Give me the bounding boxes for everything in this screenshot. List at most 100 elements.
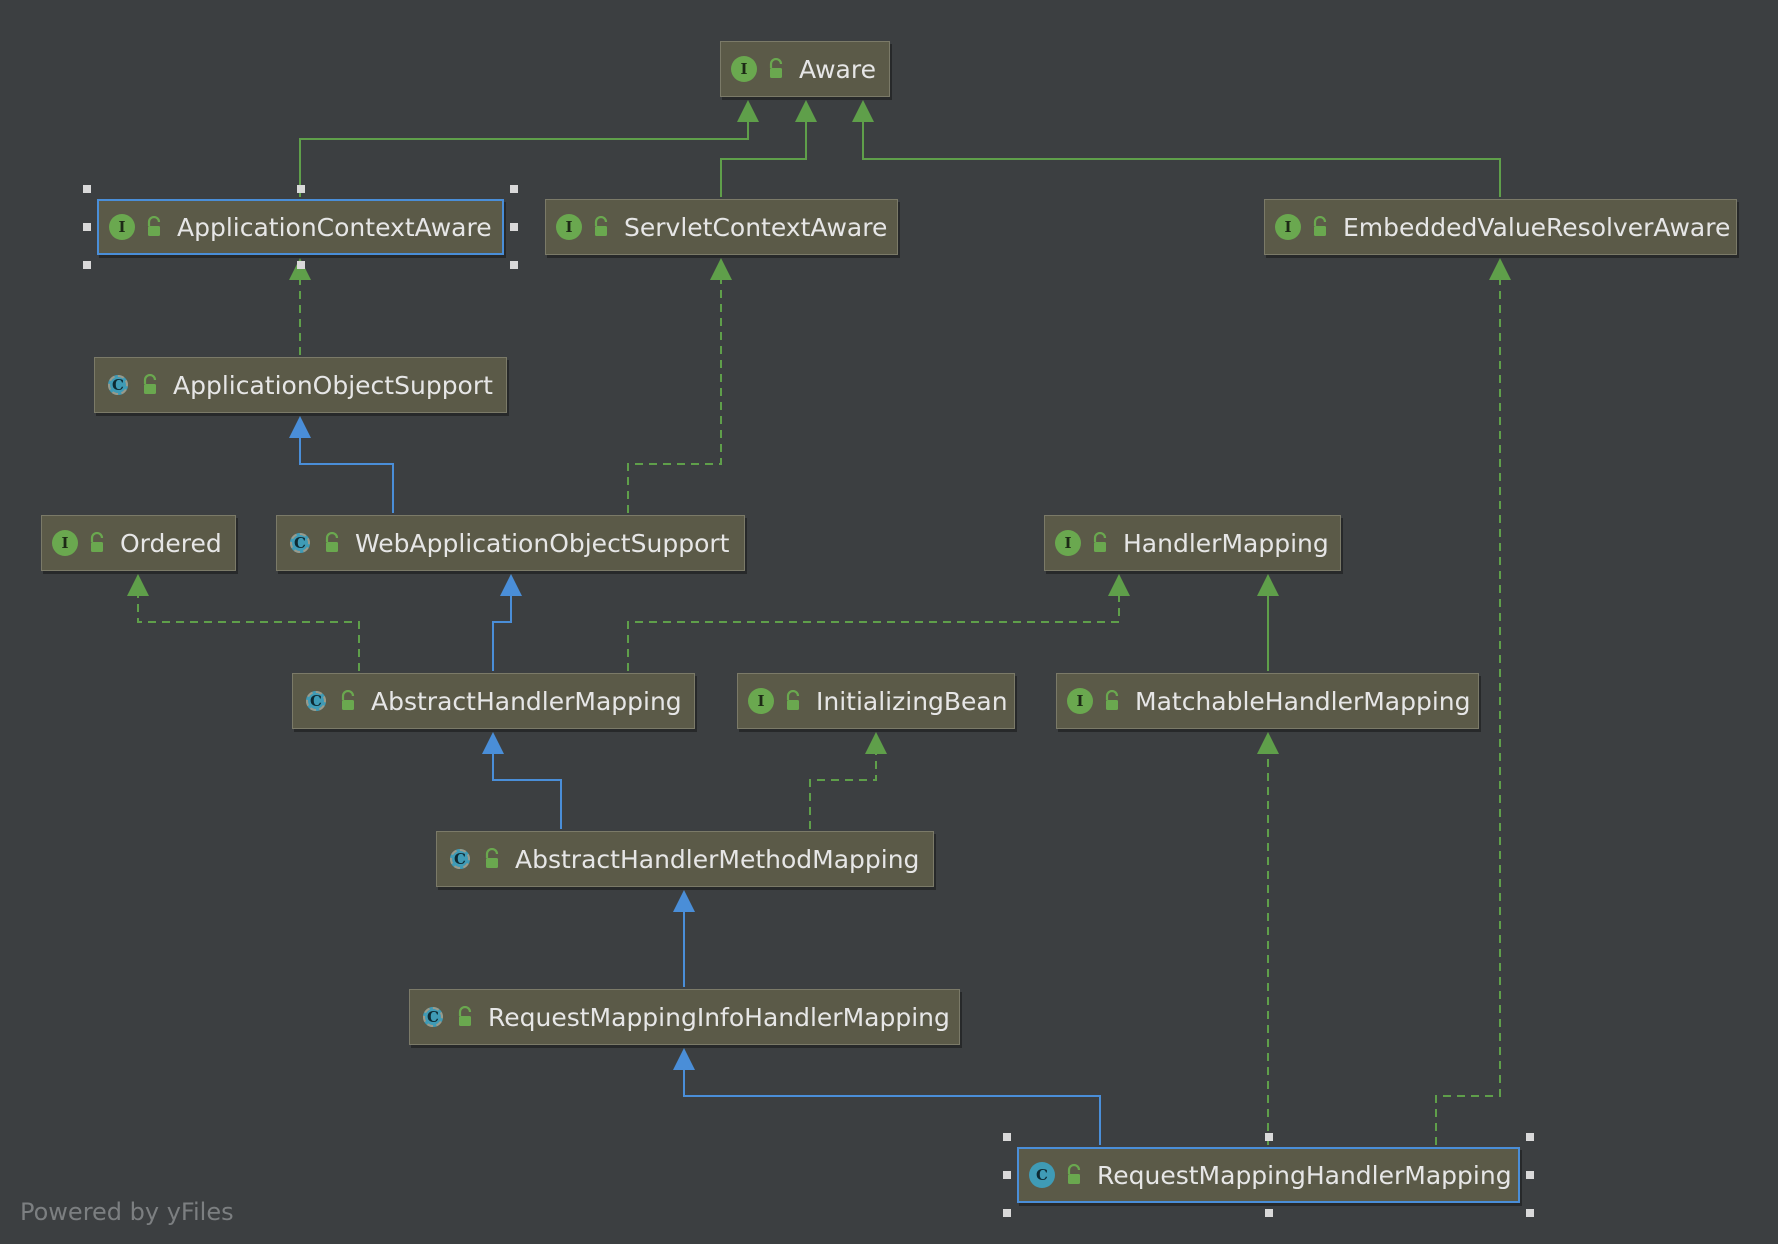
edge-line [683,1068,1101,1145]
selection-handle[interactable] [1003,1171,1011,1179]
lock-icon [325,532,339,552]
selection-handle[interactable] [510,223,518,231]
interface-icon: I [1055,530,1081,556]
arrowhead [500,574,522,596]
edge-application-object-support-to-application-context-aware [289,258,311,355]
node-label: Aware [799,54,876,84]
edge-servlet-context-aware-to-aware [720,100,817,197]
selection-handle[interactable] [1526,1133,1534,1141]
node-ordered[interactable]: I Ordered [41,515,236,571]
powered-by-label: Powered by yFiles [20,1198,234,1226]
lock-icon [1313,216,1327,236]
node-label: AbstractHandlerMethodMapping [515,844,920,874]
node-application-context-aware[interactable]: I ApplicationContextAware [97,199,504,255]
edge-abstract-handler-mapping-to-ordered [127,574,360,671]
selection-handle[interactable] [1003,1133,1011,1141]
node-label: WebApplicationObjectSupport [355,528,730,558]
selection-handle[interactable] [1264,1209,1273,1217]
interface-icon: I [1067,688,1093,714]
edge-abstract-handler-mapping-to-web-application-object-support [492,574,522,671]
edge-abstract-handler-method-mapping-to-initializing-bean [809,732,887,829]
lock-icon [341,690,355,710]
node-label: EmbeddedValueResolverAware [1343,212,1731,242]
node-initializing-bean[interactable]: I InitializingBean [737,673,1015,729]
node-abstract-handler-method-mapping[interactable]: C AbstractHandlerMethodMapping [436,831,934,887]
edge-matchable-handler-mapping-to-handler-mapping [1257,574,1279,671]
selection-handle[interactable] [1264,1133,1273,1141]
lock-icon [143,374,157,394]
node-label: InitializingBean [816,686,1008,716]
selection-handle[interactable] [1003,1209,1011,1217]
edge-line [492,594,512,671]
node-label: ApplicationObjectSupport [173,370,493,400]
selection-handle[interactable] [83,223,91,231]
arrowhead [795,100,817,122]
lock-icon [1093,532,1107,552]
selection-handle[interactable] [83,185,91,193]
node-request-mapping-handler-mapping[interactable]: C RequestMappingHandlerMapping [1017,1147,1520,1203]
edge-line [299,436,394,513]
node-label: RequestMappingInfoHandlerMapping [488,1002,950,1032]
node-label: MatchableHandlerMapping [1135,686,1471,716]
node-label: Ordered [120,528,222,558]
selection-handle[interactable] [510,185,518,193]
lock-icon [485,848,499,868]
node-label: AbstractHandlerMapping [371,686,682,716]
edge-line [809,752,877,829]
class-icon: C [1029,1162,1055,1188]
selection-handle[interactable] [296,261,305,269]
selection-handle[interactable] [510,261,518,269]
edge-request-mapping-info-handler-mapping-to-abstract-handler-method-mapping [673,890,695,987]
arrowhead [852,100,874,122]
lock-icon [1105,690,1119,710]
node-handler-mapping[interactable]: I HandlerMapping [1044,515,1341,571]
node-label: RequestMappingHandlerMapping [1097,1160,1512,1190]
edge-line [862,120,1501,197]
node-label: HandlerMapping [1123,528,1329,558]
selection-handle[interactable] [1526,1171,1534,1179]
selection-handle[interactable] [83,261,91,269]
lock-icon [594,216,608,236]
arrowhead [289,416,311,438]
edge-web-application-object-support-to-servlet-context-aware [627,258,732,513]
edge-line [137,594,360,671]
arrowhead [673,1048,695,1070]
edge-application-context-aware-to-aware [299,100,759,197]
interface-icon: I [109,214,135,240]
node-matchable-handler-mapping[interactable]: I MatchableHandlerMapping [1056,673,1479,729]
selection-handle[interactable] [1526,1209,1534,1217]
interface-icon: I [748,688,774,714]
edge-line [720,120,807,197]
arrowhead [710,258,732,280]
selection-handle[interactable] [296,185,305,193]
interface-icon: I [52,530,78,556]
interface-icon: I [731,56,757,82]
edge-request-mapping-handler-mapping-to-request-mapping-info-handler-mapping [673,1048,1101,1145]
lock-icon [769,58,783,78]
lock-icon [147,216,161,236]
edge-line [299,120,749,197]
arrowhead [127,574,149,596]
arrowhead [1257,732,1279,754]
arrowhead [1489,258,1511,280]
lock-icon [458,1006,472,1026]
edge-web-application-object-support-to-application-object-support [289,416,394,513]
lock-icon [1067,1164,1081,1184]
node-aware[interactable]: I Aware [720,41,890,97]
lock-icon [90,532,104,552]
edge-abstract-handler-method-mapping-to-abstract-handler-mapping [482,732,562,829]
node-label: ServletContextAware [624,212,888,242]
arrowhead [865,732,887,754]
node-label: ApplicationContextAware [177,212,492,242]
arrowhead [1257,574,1279,596]
abstract-class-icon: C [447,846,473,872]
edge-embedded-value-resolver-aware-to-aware [852,100,1501,197]
edge-line [492,752,562,829]
